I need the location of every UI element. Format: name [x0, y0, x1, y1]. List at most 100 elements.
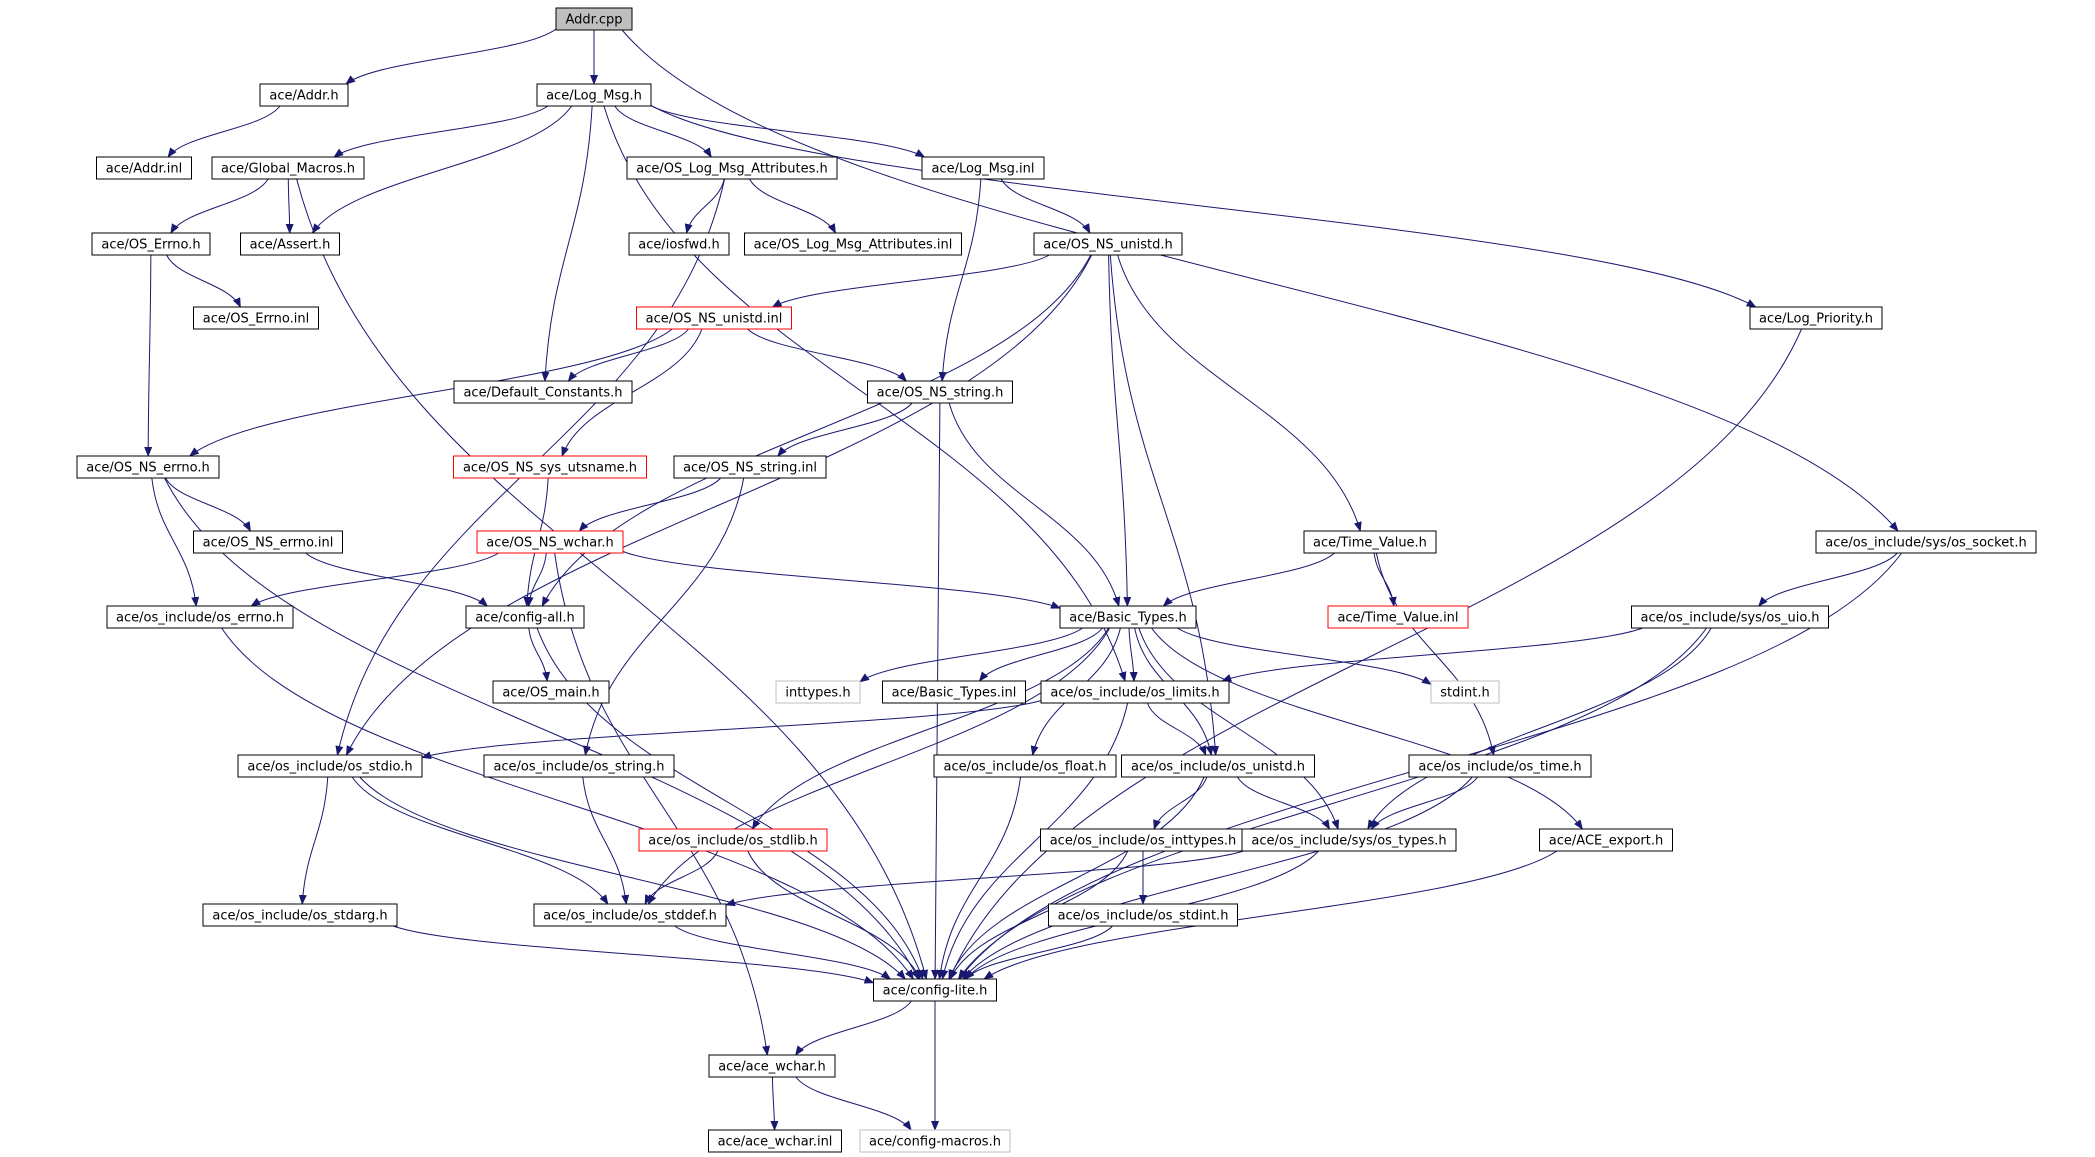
graph-node[interactable]: ace/config-macros.h — [859, 1129, 1011, 1153]
graph-node[interactable]: inttypes.h — [775, 680, 861, 704]
graph-node[interactable]: ace/OS_Log_Msg_Attributes.h — [626, 156, 838, 180]
graph-node[interactable]: ace/Time_Value.inl — [1327, 605, 1469, 629]
dependency-edge — [1138, 627, 1340, 830]
dependency-edge — [1177, 627, 1432, 685]
node-label: ace/ace_wchar.h — [718, 1060, 826, 1075]
graph-node[interactable]: ace/os_include/os_stddef.h — [533, 903, 727, 927]
dependency-edge — [777, 402, 913, 457]
dependency-edge — [285, 178, 294, 234]
node-box — [453, 455, 647, 479]
node-label: ace/Addr.h — [269, 89, 338, 104]
graph-node[interactable]: ace/OS_NS_wchar.h — [476, 530, 624, 554]
dependency-edge — [622, 551, 1061, 609]
graph-node[interactable]: ace/os_include/os_errno.h — [106, 605, 294, 629]
node-box — [873, 978, 997, 1002]
graph-node[interactable]: ace/os_include/os_stdarg.h — [202, 903, 398, 927]
node-box — [536, 83, 652, 107]
node-box — [91, 232, 211, 256]
node-box — [1033, 232, 1183, 256]
node-box — [555, 7, 633, 31]
node-box — [626, 156, 838, 180]
dependency-edge — [188, 328, 673, 457]
graph-node[interactable]: ace/iosfwd.h — [628, 232, 730, 256]
graph-node[interactable]: ace/OS_NS_sys_utsname.h — [453, 455, 647, 479]
graph-node[interactable]: ace/Log_Priority.h — [1749, 306, 1883, 330]
graph-node[interactable]: ace/os_include/os_unistd.h — [1121, 754, 1315, 778]
node-label: ace/os_include/os_unistd.h — [1131, 760, 1305, 775]
node-box — [1815, 530, 2037, 554]
graph-node[interactable]: ace/OS_NS_unistd.inl — [636, 306, 792, 330]
graph-node[interactable]: ace/Log_Msg.h — [536, 83, 652, 107]
graph-node[interactable]: ace/OS_Errno.inl — [193, 306, 319, 330]
node-box — [492, 680, 610, 704]
graph-node[interactable]: ace/os_include/os_limits.h — [1040, 680, 1230, 704]
graph-node[interactable]: stdint.h — [1430, 680, 1500, 704]
graph-node[interactable]: ace/os_include/sys/os_types.h — [1241, 828, 1457, 852]
graph-node[interactable]: ace/os_include/os_inttypes.h — [1040, 828, 1246, 852]
graph-node[interactable]: ace/Assert.h — [240, 232, 340, 256]
graph-node[interactable]: ace/OS_NS_string.inl — [673, 455, 827, 479]
node-box — [1430, 680, 1500, 704]
node-label: inttypes.h — [785, 686, 850, 701]
graph-node[interactable]: ace/os_include/os_float.h — [933, 754, 1117, 778]
graph-node[interactable]: ace/Time_Value.h — [1303, 530, 1437, 554]
graph-node[interactable]: ace/Basic_Types.h — [1059, 605, 1197, 629]
graph-node[interactable]: Addr.cpp — [555, 7, 633, 31]
dependency-edge — [525, 552, 547, 607]
node-box — [211, 156, 365, 180]
node-label: ace/os_include/os_time.h — [1418, 760, 1581, 775]
dependency-edge — [1237, 776, 1331, 830]
graph-node[interactable]: ace/os_include/sys/os_socket.h — [1815, 530, 2037, 554]
graph-node[interactable]: ace/Addr.inl — [96, 156, 192, 180]
graph-node[interactable]: ace/OS_main.h — [492, 680, 610, 704]
node-box — [673, 455, 827, 479]
dependency-edge — [305, 552, 489, 607]
graph-node[interactable]: ace/Default_Constants.h — [453, 380, 633, 404]
node-label: ace/OS_NS_errno.h — [86, 461, 210, 476]
graph-node[interactable]: ace/OS_NS_string.h — [867, 380, 1013, 404]
graph-node[interactable]: ace/os_include/os_string.h — [483, 754, 675, 778]
graph-node[interactable]: ace/OS_Log_Msg_Attributes.inl — [744, 232, 962, 256]
dependency-edge — [578, 477, 722, 532]
graph-node[interactable]: ace/ACE_export.h — [1539, 828, 1673, 852]
graph-node[interactable]: ace/Log_Msg.inl — [921, 156, 1045, 180]
dependency-edge — [771, 254, 1050, 308]
edge-layer — [144, 28, 1903, 1131]
graph-node[interactable]: ace/OS_NS_unistd.h — [1033, 232, 1183, 256]
dependency-edge — [151, 477, 200, 607]
graph-node[interactable]: ace/os_include/sys/os_uio.h — [1631, 605, 1829, 629]
node-label: ace/Basic_Types.h — [1069, 611, 1186, 626]
graph-node[interactable]: ace/Addr.h — [259, 83, 349, 107]
graph-node[interactable]: ace/ace_wchar.h — [708, 1054, 836, 1078]
graph-node[interactable]: ace/Basic_Types.inl — [882, 680, 1026, 704]
graph-node[interactable]: ace/os_include/os_stdint.h — [1048, 903, 1238, 927]
node-box — [193, 530, 343, 554]
graph-node[interactable]: ace/OS_NS_errno.h — [76, 455, 220, 479]
dependency-edge — [541, 105, 593, 382]
dependency-edge — [747, 850, 921, 980]
node-label: ace/ace_wchar.inl — [718, 1135, 833, 1150]
graph-node[interactable]: ace/os_include/os_stdlib.h — [638, 828, 828, 852]
graph-node[interactable]: ace/os_include/os_stdio.h — [237, 754, 423, 778]
node-box — [237, 754, 423, 778]
graph-node[interactable]: ace/OS_Errno.h — [91, 232, 211, 256]
graph-node[interactable]: ace/config-lite.h — [873, 978, 997, 1002]
node-box — [921, 156, 1045, 180]
node-label: ace/os_include/os_limits.h — [1050, 686, 1219, 701]
dependency-edge — [614, 105, 712, 158]
graph-node[interactable]: ace/config-all.h — [465, 605, 585, 629]
dependency-edge — [170, 178, 269, 234]
node-label: ace/os_include/os_errno.h — [116, 611, 284, 626]
graph-node[interactable]: ace/ace_wchar.inl — [708, 1129, 842, 1153]
graph-node[interactable]: ace/Global_Macros.h — [211, 156, 365, 180]
node-label: ace/config-all.h — [475, 611, 575, 626]
node-box — [1048, 903, 1238, 927]
node-box — [453, 380, 633, 404]
dependency-edge — [421, 700, 1042, 760]
dependency-edge — [1153, 776, 1208, 830]
node-label: ace/os_include/os_stdlib.h — [648, 834, 817, 849]
node-label: ace/OS_Errno.inl — [203, 312, 309, 327]
graph-node[interactable]: ace/OS_NS_errno.inl — [193, 530, 343, 554]
graph-node[interactable]: ace/os_include/os_time.h — [1408, 754, 1592, 778]
node-label: ace/config-macros.h — [869, 1135, 1001, 1150]
